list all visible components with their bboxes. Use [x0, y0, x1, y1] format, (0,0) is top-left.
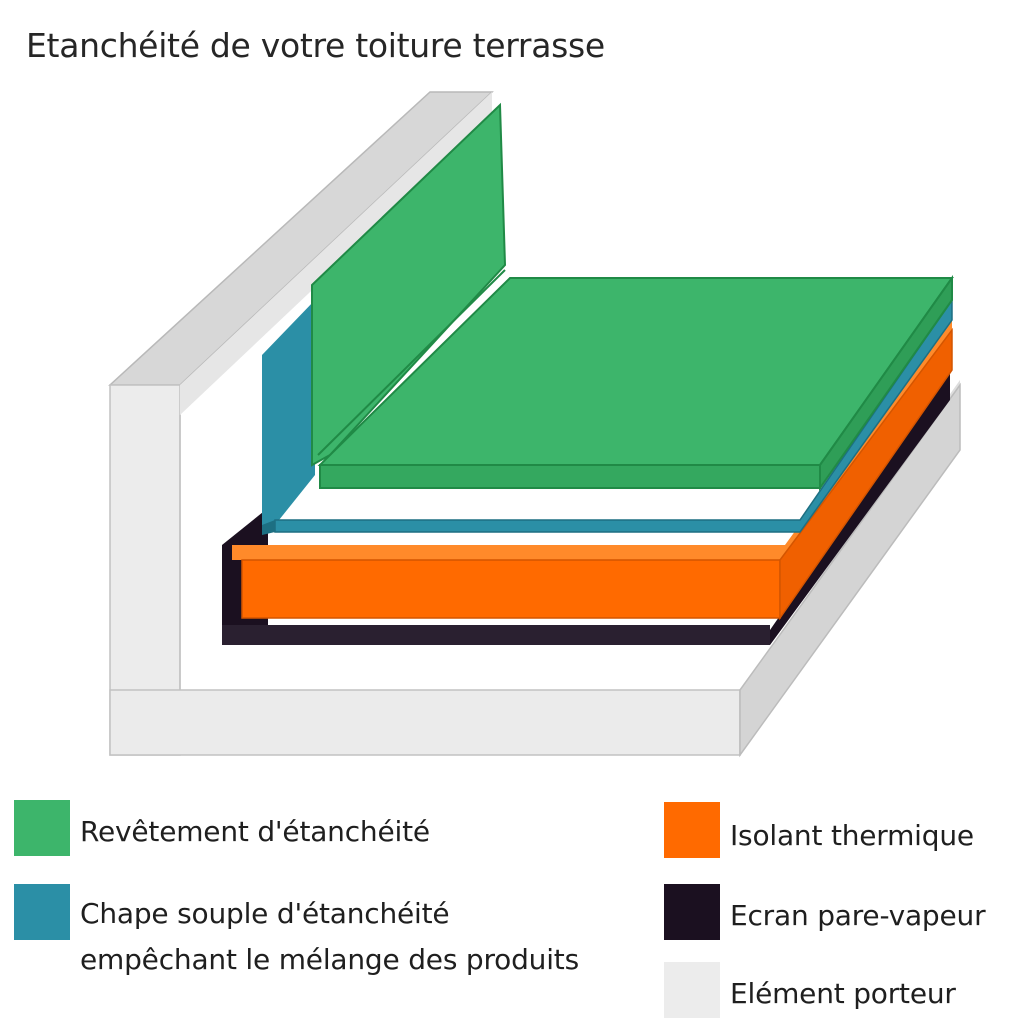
legend-label-pare-vapeur: Ecran pare-vapeur	[730, 899, 986, 932]
element-porteur-slab	[108, 91, 961, 758]
legend-label-revetement: Revêtement d'étanchéité	[80, 815, 430, 848]
legend-swatch-chape	[14, 884, 70, 940]
legend-label-chape-line1: Chape souple d'étanchéité	[80, 897, 450, 930]
roof-layers-illustration	[108, 91, 961, 758]
legend-swatch-isolant	[664, 802, 720, 858]
legend-label-chape-line2: empêchant le mélange des produits	[80, 943, 579, 976]
legend-label-isolant: Isolant thermique	[730, 819, 974, 852]
isolant-thermique-layer	[232, 315, 953, 621]
revetement-etancheite-layer	[311, 102, 954, 492]
chape-souple-layer	[262, 297, 953, 535]
legend-swatch-revetement	[14, 800, 70, 856]
legend-label-porteur: Elément porteur	[730, 977, 956, 1010]
diagram-title: Etanchéité de votre toiture terrasse	[26, 26, 605, 65]
legend-swatch-porteur	[664, 962, 720, 1018]
legend-swatch-pare-vapeur	[664, 884, 720, 940]
